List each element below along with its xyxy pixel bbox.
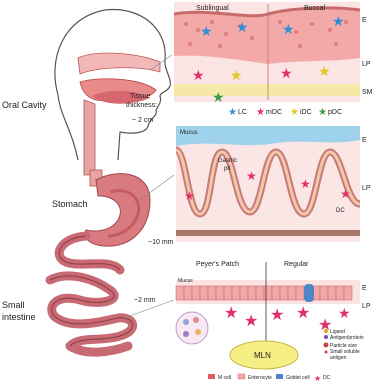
- label-intestine-thickness: ~2 mm: [134, 297, 156, 304]
- goblet-cell: [304, 284, 314, 302]
- label-gastric-lp: LP: [362, 185, 371, 192]
- label-tissue-thickness-1: Tissue: [130, 93, 150, 100]
- dc-cell: ★: [340, 187, 351, 201]
- dc-cell: ★: [300, 177, 311, 191]
- label-intestine-e: E: [362, 285, 367, 292]
- label-regular: Regular: [284, 261, 309, 268]
- neck-back: [58, 95, 78, 160]
- label-oral-lp: LP: [362, 61, 371, 68]
- legend-mdc-label: mDC: [266, 109, 282, 116]
- label-gastric-1: Gastric: [218, 158, 237, 164]
- pdc-cell: ★: [212, 89, 225, 105]
- legend-mcell-swatch: [208, 374, 215, 379]
- label-mucus-intestine: Mucus: [178, 278, 193, 284]
- label-peyers-patch: Peyer's Patch: [196, 261, 239, 268]
- mdc-cell: ★: [192, 67, 205, 83]
- label-tissue-thickness-2: thickness:: [126, 102, 157, 109]
- dc-cell: ★: [184, 189, 195, 203]
- gastric-muscularis: [176, 230, 360, 236]
- esophagus: [84, 100, 95, 175]
- small-intestine-loops: [50, 236, 133, 352]
- dc-cell: ★: [244, 313, 258, 330]
- nasal-cavity: [78, 53, 160, 74]
- dc-cell: ★: [296, 305, 310, 322]
- label-mln: MLN: [254, 351, 271, 360]
- key-antigen: Antigen/protein: [330, 335, 364, 341]
- legend-mcell: M cell: [218, 375, 231, 381]
- idc-cell: ★: [318, 63, 331, 79]
- legend-enterocyte-swatch: [238, 374, 245, 379]
- lc-cell: ★: [200, 23, 213, 39]
- legend-goblet-swatch: [276, 374, 283, 379]
- key-soluble-2: antigen: [330, 355, 347, 361]
- legend-pdc-icon: ★: [318, 107, 327, 118]
- intestine-legend: M cell Enterocyte Goblet cell ★ DC: [208, 374, 331, 383]
- legend-goblet: Goblet cell: [286, 375, 310, 381]
- label-oral-e: E: [362, 17, 367, 24]
- dc-cell: ★: [270, 307, 284, 324]
- dc-cell: ★: [224, 305, 238, 322]
- label-stomach: Stomach: [52, 199, 88, 209]
- oral-legend: ★ LC ★ mDC ★ iDC ★ pDC: [228, 107, 342, 118]
- label-oral-sm: SM: [362, 89, 373, 96]
- legend-lc-icon: ★: [228, 107, 237, 118]
- lc-cell: ★: [236, 19, 249, 35]
- label-oral-cavity: Oral Cavity: [2, 100, 47, 110]
- label-stomach-thickness: ~10 mm: [148, 239, 174, 246]
- lc-cell: ★: [332, 13, 345, 29]
- label-sublingual: Sublingual: [196, 5, 229, 12]
- label-oral-thickness: ~ 2 cm: [132, 117, 153, 124]
- label-gastric-e: E: [362, 137, 367, 144]
- legend-lc-label: LC: [238, 109, 247, 116]
- gastric-panel: [176, 126, 360, 242]
- dc-cell: ★: [246, 169, 257, 183]
- peyers-follicle: [176, 312, 208, 344]
- lc-cell: ★: [282, 21, 295, 37]
- legend-enterocyte: Enterocyte: [248, 375, 272, 381]
- label-intestine-lp: LP: [362, 303, 371, 310]
- label-buccal: Buccal: [304, 5, 325, 12]
- idc-cell: ★: [230, 67, 243, 83]
- legend-mdc-icon: ★: [256, 107, 265, 118]
- legend-dc-icon: ★: [314, 374, 321, 383]
- legend-pdc-label: pDC: [328, 109, 342, 116]
- label-gastric-2: pit: [224, 166, 231, 172]
- label-mucus-gastric: Mucus: [180, 130, 198, 136]
- legend-dc: DC: [323, 375, 331, 381]
- dc-cell: ★: [338, 305, 351, 321]
- legend-idc-icon: ★: [290, 107, 299, 118]
- legend-idc-label: iDC: [300, 109, 312, 116]
- intestine-key: Ligand Antigen/protein Particle size Sma…: [324, 329, 364, 361]
- enterocyte-row: [176, 286, 352, 300]
- label-gastric-dc: DC: [336, 208, 345, 214]
- label-small-2: intestine: [2, 312, 36, 322]
- label-small-1: Small: [2, 300, 25, 310]
- mdc-cell: ★: [280, 65, 293, 81]
- oral-submucosa: [174, 84, 360, 96]
